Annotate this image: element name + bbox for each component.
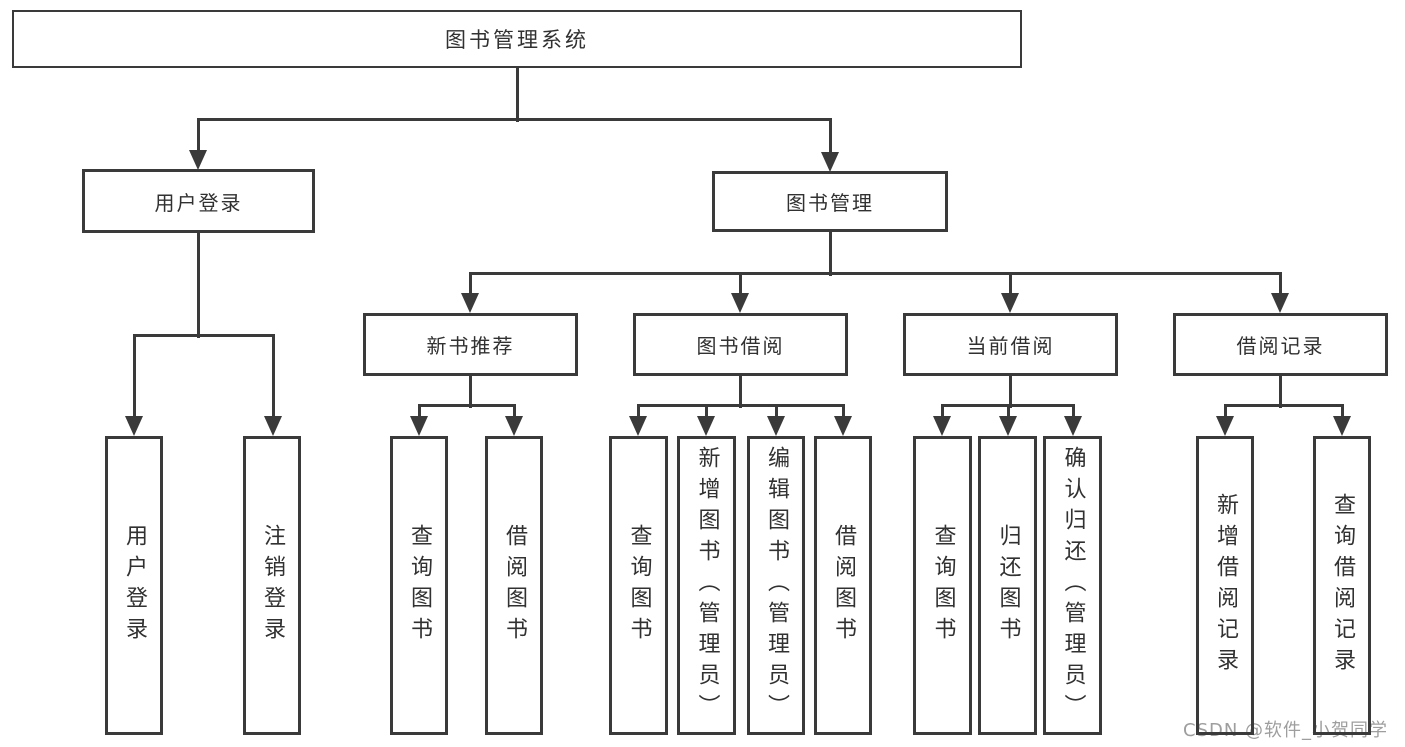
node-new-book-recommend: 新书推荐	[363, 313, 578, 376]
node-leaf-logout: 注销登录	[243, 436, 301, 735]
node-label: 编辑图书（管理员）	[764, 446, 789, 725]
connector-segment	[1009, 375, 1012, 408]
connector-segment	[418, 404, 516, 407]
connector-segment	[197, 118, 200, 155]
connector-segment	[637, 404, 640, 423]
node-leaf-borrow-books-2: 借阅图书	[814, 436, 872, 735]
arrow-down-icon	[731, 293, 749, 313]
connector-segment	[272, 334, 275, 423]
node-label: 借阅图书	[502, 523, 527, 648]
node-label: 查询借阅记录	[1330, 492, 1355, 679]
connector-segment	[197, 118, 832, 121]
node-leaf-borrow-books-1: 借阅图书	[485, 436, 543, 735]
node-library-management-system: 图书管理系统	[12, 10, 1022, 68]
connector-segment	[739, 375, 742, 408]
node-leaf-query-borrow-record: 查询借阅记录	[1313, 436, 1371, 735]
node-user-login: 用户登录	[82, 169, 315, 233]
arrow-down-icon	[697, 416, 715, 436]
arrow-down-icon	[264, 416, 282, 436]
node-label: 新增借阅记录	[1213, 492, 1238, 679]
node-label: 查询图书	[930, 523, 956, 648]
arrow-down-icon	[767, 416, 785, 436]
connector-segment	[1009, 272, 1012, 300]
node-book-management: 图书管理	[712, 171, 948, 232]
node-leaf-query-books-2: 查询图书	[609, 436, 668, 735]
connector-segment	[469, 272, 472, 300]
node-label: 图书管理	[786, 191, 874, 215]
connector-segment	[941, 404, 944, 423]
node-label: 查询图书	[407, 523, 432, 648]
arrow-down-icon	[933, 416, 951, 436]
node-leaf-edit-book-admin: 编辑图书（管理员）	[747, 436, 805, 735]
connector-segment	[133, 334, 275, 337]
connector-segment	[1072, 404, 1075, 423]
node-leaf-add-book-admin: 新增图书（管理员）	[677, 436, 736, 735]
node-label: 当前借阅	[966, 334, 1055, 358]
node-leaf-query-books-3: 查询图书	[913, 436, 972, 735]
connector-segment	[516, 67, 519, 122]
arrow-down-icon	[821, 152, 839, 172]
node-leaf-query-books-1: 查询图书	[390, 436, 448, 735]
arrow-down-icon	[999, 416, 1017, 436]
arrow-down-icon	[1064, 416, 1082, 436]
connector-segment	[739, 272, 742, 300]
node-label: 查询图书	[626, 523, 652, 648]
node-label: 新增图书（管理员）	[694, 446, 720, 725]
connector-segment	[637, 404, 845, 407]
node-leaf-add-borrow-record: 新增借阅记录	[1196, 436, 1254, 735]
node-current-borrowing: 当前借阅	[903, 313, 1118, 376]
node-label: 归还图书	[995, 523, 1021, 648]
node-label: 确认归还（管理员）	[1060, 446, 1086, 725]
node-book-borrowing: 图书借阅	[633, 313, 848, 376]
node-label: 用户登录	[122, 523, 147, 648]
arrow-down-icon	[505, 416, 523, 436]
arrow-down-icon	[410, 416, 428, 436]
connector-segment	[1279, 375, 1282, 408]
arrow-down-icon	[189, 150, 207, 170]
arrow-down-icon	[629, 416, 647, 436]
arrow-down-icon	[1216, 416, 1234, 436]
connector-segment	[469, 375, 472, 408]
arrow-down-icon	[1001, 293, 1019, 313]
connector-segment	[1224, 404, 1227, 423]
connector-segment	[418, 404, 421, 423]
node-label: 图书借阅	[696, 334, 785, 358]
node-label: 用户登录	[154, 190, 243, 215]
connector-segment	[775, 404, 778, 423]
connector-segment	[705, 404, 708, 423]
node-label: 借阅图书	[831, 523, 856, 648]
node-leaf-confirm-return-admin: 确认归还（管理员）	[1043, 436, 1102, 735]
node-label: 借阅记录	[1236, 334, 1325, 358]
connector-segment	[829, 118, 832, 155]
node-label: 新书推荐	[426, 334, 515, 358]
node-leaf-return-books: 归还图书	[978, 436, 1037, 735]
node-label: 图书管理系统	[445, 28, 589, 52]
arrow-down-icon	[125, 416, 143, 436]
node-leaf-user-login: 用户登录	[105, 436, 163, 735]
connector-segment	[513, 404, 516, 423]
connector-segment	[1279, 272, 1282, 300]
connector-segment	[1224, 404, 1344, 407]
arrow-down-icon	[1333, 416, 1351, 436]
connector-segment	[842, 404, 845, 423]
connector-segment	[133, 334, 136, 423]
arrow-down-icon	[461, 293, 479, 313]
arrow-down-icon	[1271, 293, 1289, 313]
connector-segment	[829, 230, 832, 276]
connector-segment	[197, 232, 200, 338]
node-borrowing-records: 借阅记录	[1173, 313, 1388, 376]
connector-segment	[1007, 404, 1010, 423]
csdn-watermark: CSDN @软件_小贺同学	[1183, 720, 1389, 741]
connector-segment	[469, 272, 1282, 275]
connector-segment	[1341, 404, 1344, 423]
node-label: 注销登录	[260, 523, 285, 648]
arrow-down-icon	[834, 416, 852, 436]
